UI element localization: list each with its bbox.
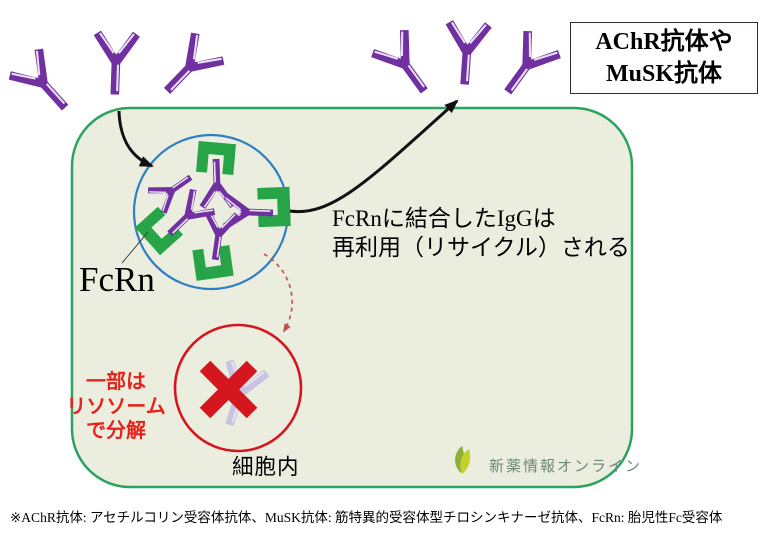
antibody-types-box: AChR抗体や MuSK抗体 <box>570 22 758 94</box>
degradation-x-icon <box>199 360 258 419</box>
antibody-y-icon <box>445 22 488 86</box>
recycle-text-line1: FcRnに結合したIgGは <box>332 206 556 231</box>
fcrn-label: FcRn <box>79 260 155 299</box>
antibody-y-icon <box>492 31 559 103</box>
antibody-y-icon <box>10 49 80 120</box>
lysosome-text-line3: で分解 <box>86 420 146 443</box>
antibody-y-icon <box>373 30 440 102</box>
fcrn-leader-line <box>121 231 149 264</box>
antibody-types-line1: AChR抗体や <box>595 28 733 55</box>
recycle-text-line2: 再利用（リサイクル）される <box>332 234 630 260</box>
cell-interior-label: 細胞内 <box>232 455 300 479</box>
degradation-arrow <box>263 253 293 333</box>
site-logo-text: 新薬情報オンライン <box>489 458 643 475</box>
antibody-y-icon <box>153 33 223 104</box>
antibody-types-line2: MuSK抗体 <box>605 61 722 87</box>
recycle-text: FcRnに結合したIgGは 再利用（リサイクル）される <box>332 205 630 263</box>
lysosome-text-line2: リソソーム <box>66 395 166 418</box>
lysosome-circle <box>173 323 303 453</box>
cell-membrane <box>70 106 634 489</box>
footnote: ※AChR抗体: アセチルコリン受容体抗体、MuSK抗体: 筋特異的受容体型チロ… <box>10 510 723 525</box>
internalization-arrow <box>117 110 154 168</box>
antibody-y-icon <box>95 33 136 95</box>
recycling-arrow <box>289 99 459 214</box>
lysosome-text-line1: 一部は <box>86 371 146 393</box>
lysosome-text: 一部は リソソーム で分解 <box>48 370 184 444</box>
leaf-icon <box>455 446 471 474</box>
